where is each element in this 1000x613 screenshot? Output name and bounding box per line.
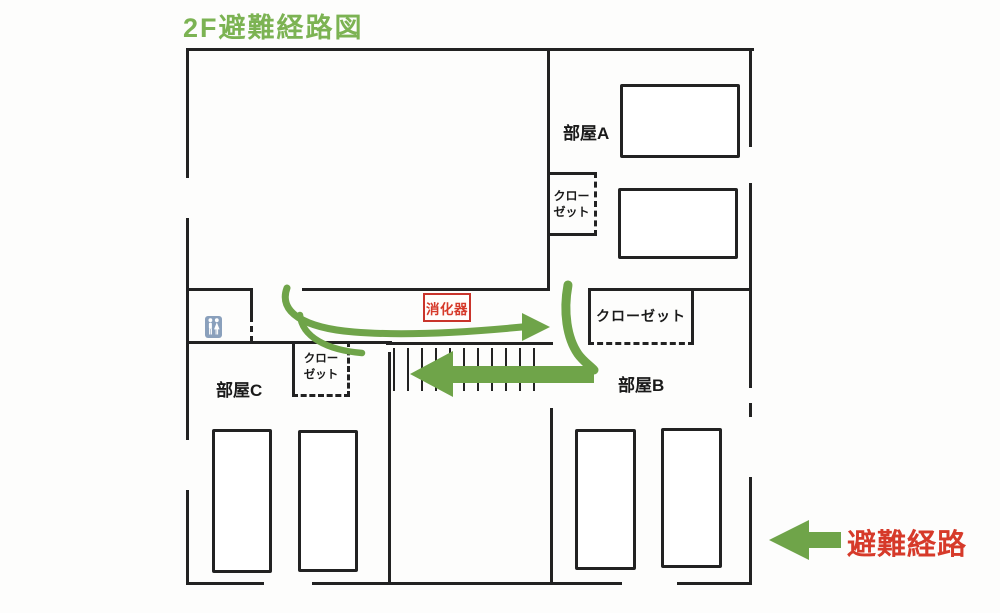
wall [388, 352, 391, 585]
wall [186, 341, 392, 344]
room-a-label: 部屋A [563, 124, 610, 143]
wall [250, 288, 253, 316]
wall [186, 288, 252, 291]
closet-b: クローゼット [588, 288, 694, 345]
wall [302, 288, 550, 291]
evacuation-route-label: 避難経路 [847, 529, 968, 561]
door-wall-dashed [250, 316, 253, 342]
page-title: 2F避難経路図 [183, 13, 364, 43]
closet-a-label-line1: クロー [553, 188, 590, 203]
closet-c-label-line2: ゼット [303, 368, 339, 381]
wall [186, 48, 189, 178]
staircase [386, 342, 553, 393]
bed [298, 430, 358, 572]
restroom-figures [208, 318, 220, 335]
wall [749, 48, 752, 147]
route-from-main-room [281, 284, 526, 338]
wall [749, 403, 752, 417]
wall [186, 582, 264, 585]
stair-treads [393, 348, 545, 391]
legend-left-arrow-icon [769, 520, 841, 560]
closet-b-label: クローゼット [596, 308, 686, 325]
fire-extinguisher-tag: 消化器 [423, 293, 471, 322]
room-c-label: 部屋C [216, 381, 263, 400]
wall [312, 582, 622, 585]
closet-c: クロー ゼット [292, 341, 350, 397]
bed [575, 429, 636, 570]
room-b-label: 部屋B [618, 376, 665, 395]
wall [547, 48, 550, 291]
wall [186, 48, 754, 51]
wall [749, 477, 752, 585]
wall [186, 218, 189, 440]
fire-extinguisher-label: 消化器 [426, 301, 468, 317]
wall [749, 183, 752, 388]
wall [550, 408, 553, 585]
bed [661, 428, 722, 568]
wall [186, 490, 189, 585]
bed [620, 84, 740, 158]
right-arrowhead-icon [522, 313, 550, 341]
wall [677, 582, 752, 585]
restroom-icon [205, 316, 222, 338]
bed [618, 188, 738, 259]
closet-a: クロー ゼット [549, 172, 597, 236]
closet-a-label-line2: ゼット [553, 205, 590, 219]
closet-c-label-line1: クロー [303, 352, 339, 365]
bed [212, 429, 272, 573]
